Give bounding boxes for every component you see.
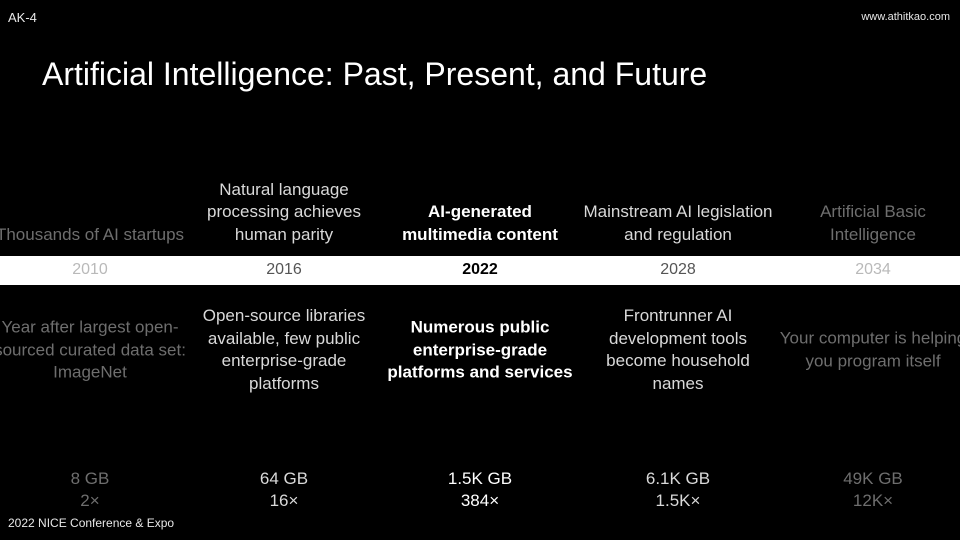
timeline-column-2022: AI-generated multimedia content 2022 Num… xyxy=(384,0,576,540)
growth-multiplier: 384× xyxy=(460,491,500,510)
timeline-column-2034: Artificial Basic Intelligence 2034 Your … xyxy=(777,0,960,540)
timeline-year: 2016 xyxy=(266,261,302,278)
timeline-detail: Your computer is helping you program its… xyxy=(779,328,960,371)
timeline-event: Mainstream AI legislation and regulation xyxy=(583,202,773,244)
growth-multiplier: 2× xyxy=(80,491,100,510)
timeline-event: Artificial Basic Intelligence xyxy=(820,202,926,244)
timeline-size: 1.5K GB 384× xyxy=(384,468,576,512)
timeline-detail: Year after largest open-sourced curated … xyxy=(0,317,186,382)
timeline-year: 2010 xyxy=(72,261,108,278)
slide-title: Artificial Intelligence: Past, Present, … xyxy=(42,56,708,92)
timeline-band xyxy=(0,256,960,285)
timeline-detail: Frontrunner AI development tools become … xyxy=(606,306,750,393)
timeline-event: Natural language processing achieves hum… xyxy=(206,179,362,244)
timeline-year: 2028 xyxy=(660,261,696,278)
timeline-event: Thousands of AI startups xyxy=(0,224,185,244)
timeline-detail: Numerous public enterprise-grade platfor… xyxy=(387,317,573,382)
timeline-size: 6.1K GB 1.5K× xyxy=(582,468,774,512)
data-size: 64 GB xyxy=(259,469,309,488)
growth-multiplier: 16× xyxy=(269,491,299,510)
timeline-year: 2034 xyxy=(855,261,891,278)
data-size: 1.5K GB xyxy=(447,469,513,488)
timeline-size: 8 GB 2× xyxy=(0,468,186,512)
footer-label: 2022 NICE Conference & Expo xyxy=(8,516,175,530)
timeline-column-2016: Natural language processing achieves hum… xyxy=(188,0,380,540)
data-size: 8 GB xyxy=(70,469,110,488)
data-size: 49K GB xyxy=(843,469,903,488)
timeline-event: AI-generated multimedia content xyxy=(402,202,558,244)
data-size: 6.1K GB xyxy=(645,469,711,488)
timeline-size: 49K GB 12K× xyxy=(777,468,960,512)
timeline-detail: Open-source libraries available, few pub… xyxy=(202,306,366,393)
website-label: www.athitkao.com xyxy=(861,11,950,23)
timeline-year: 2022 xyxy=(462,261,498,278)
slide-id-label: AK-4 xyxy=(8,10,37,25)
timeline-size: 64 GB 16× xyxy=(188,468,380,512)
timeline-column-2028: Mainstream AI legislation and regulation… xyxy=(582,0,774,540)
timeline-column-2010: Thousands of AI startups 2010 Year after… xyxy=(0,0,186,540)
growth-multiplier: 1.5K× xyxy=(655,491,701,510)
growth-multiplier: 12K× xyxy=(852,491,894,510)
